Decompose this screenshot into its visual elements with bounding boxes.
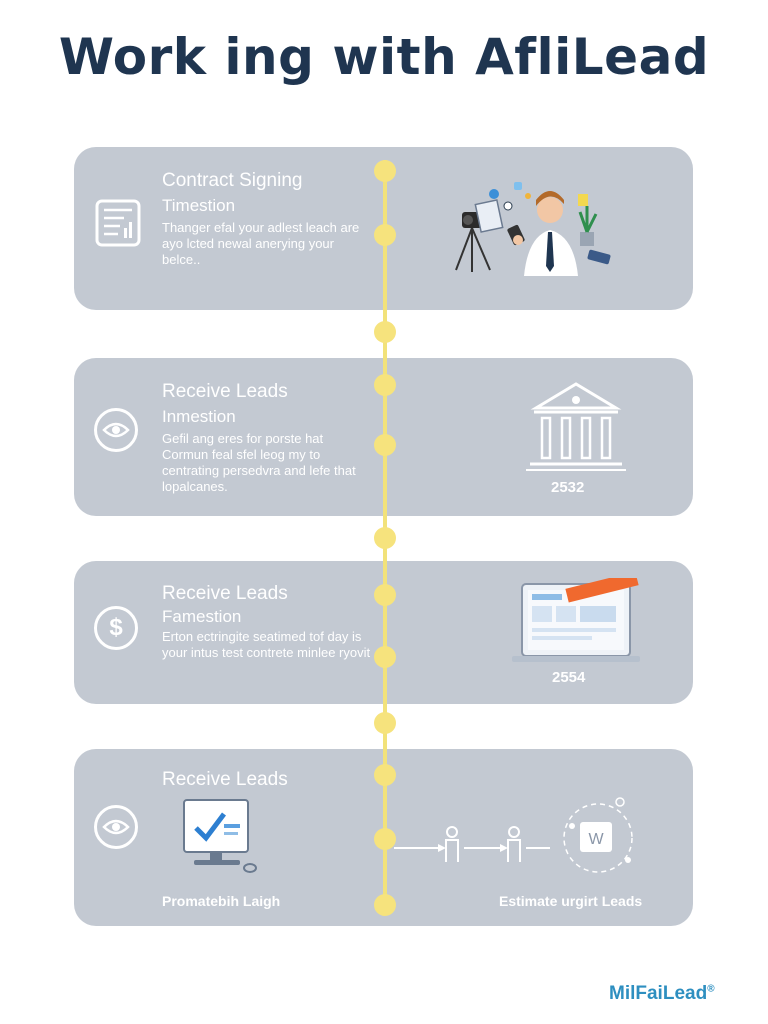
step-title: Receive Leads [162, 769, 288, 790]
lead-flow-diagram: W [394, 790, 644, 885]
timeline-dot [374, 828, 396, 850]
timeline-dot [374, 712, 396, 734]
computer-check-icon [180, 798, 262, 883]
timeline-dot [374, 646, 396, 668]
brand-logo: MilFaiLead® [609, 983, 715, 1005]
timeline-dot [374, 894, 396, 916]
eye-icon [94, 805, 138, 849]
eye-icon [94, 408, 138, 452]
timeline-dot [374, 224, 396, 246]
step-description: Gefil ang eres for porste hat Cormun fea… [162, 431, 356, 494]
timeline-dot [374, 321, 396, 343]
step-subtitle: Timestion [162, 196, 236, 215]
registered-mark: ® [707, 983, 715, 995]
step-title: Receive Leads [162, 583, 288, 604]
step-description: Thanger efal your adlest leach are ayo l… [162, 220, 360, 267]
dollar-icon: $ [94, 606, 138, 650]
step-description: Erton ectringite seatimed tof day is you… [162, 629, 371, 660]
step-subtitle: Inmestion [162, 407, 236, 426]
page-title: Work ing with AfliLead [58, 28, 710, 86]
document-chart-icon [94, 198, 142, 253]
brand-name: MilFaiLead [609, 983, 708, 1004]
year-label: 2532 [551, 479, 585, 496]
year-label: 2554 [552, 669, 586, 686]
step-title: Receive Leads [162, 381, 288, 402]
step-title: Contract Signing [162, 170, 303, 191]
businessman-illustration [450, 176, 620, 285]
step-left-label: Promatebih Laigh [162, 893, 281, 909]
timeline-dot [374, 160, 396, 182]
timeline-dot [374, 374, 396, 396]
timeline-dot [374, 584, 396, 606]
timeline-dot [374, 434, 396, 456]
timeline-dot [374, 764, 396, 786]
laptop-illustration [512, 571, 644, 673]
step-subtitle: Famestion [162, 607, 242, 626]
bank-building-illustration [524, 378, 628, 479]
step-right-label: Estimate urgirt Leads [499, 893, 643, 909]
svg-text:W: W [588, 831, 604, 848]
timeline-dot [374, 527, 396, 549]
